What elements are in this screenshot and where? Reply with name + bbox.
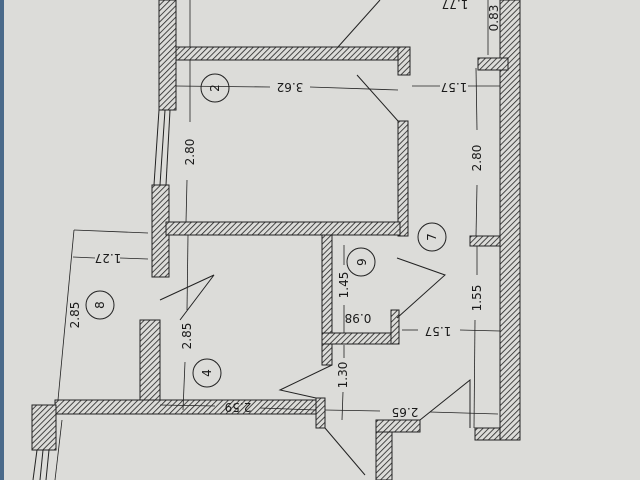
wall [477, 57, 509, 71]
dimension-label: 2.59 [225, 400, 252, 414]
room-number-8: 8 [93, 301, 107, 309]
wall [31, 404, 57, 451]
wall [54, 399, 326, 415]
wall [375, 419, 421, 433]
windows-and-doors [32, 0, 471, 480]
dimension-label: 1.27 [95, 251, 122, 265]
wall [397, 120, 409, 237]
wall [139, 319, 161, 411]
wall [390, 309, 400, 345]
room-number-4: 4 [200, 369, 214, 377]
wall [158, 0, 177, 111]
photo-edge [0, 0, 4, 480]
dimension-label: 1.57 [425, 324, 452, 338]
room-markers [85, 73, 447, 388]
dimension-label: 1.55 [470, 285, 484, 312]
room-number-2: 2 [208, 84, 222, 92]
room-number-6: 6 [354, 258, 368, 266]
dimension-label: 2.85 [180, 323, 194, 350]
dimension-label: 1.30 [336, 362, 350, 389]
dimension-label: 0.83 [487, 5, 501, 32]
dimension-label: 3.62 [277, 80, 304, 94]
wall [375, 431, 393, 480]
dimension-lines [54, 0, 501, 480]
wall [397, 46, 411, 76]
room-marker [192, 358, 222, 388]
walls [31, 0, 521, 480]
dimension-label: 2.65 [392, 405, 419, 419]
wall [321, 234, 333, 366]
wall [315, 397, 326, 429]
room-marker [200, 73, 230, 103]
dimension-label: 2.80 [183, 139, 197, 166]
room-marker [85, 290, 115, 320]
wall [499, 0, 521, 441]
wall [321, 332, 398, 345]
dimension-label: 1.77 [442, 0, 469, 11]
dimension-label: 2.80 [470, 145, 484, 172]
room-marker [346, 247, 376, 277]
dimension-label: 2.85 [68, 302, 82, 329]
wall [175, 46, 411, 61]
dimension-label: 0.98 [345, 311, 372, 325]
wall [474, 427, 501, 441]
dimension-label: 1.45 [337, 272, 351, 299]
room-marker [417, 222, 447, 252]
wall [469, 235, 501, 247]
room-number-7: 7 [425, 233, 439, 241]
wall [165, 221, 401, 236]
dimension-label: 1.57 [441, 80, 468, 94]
